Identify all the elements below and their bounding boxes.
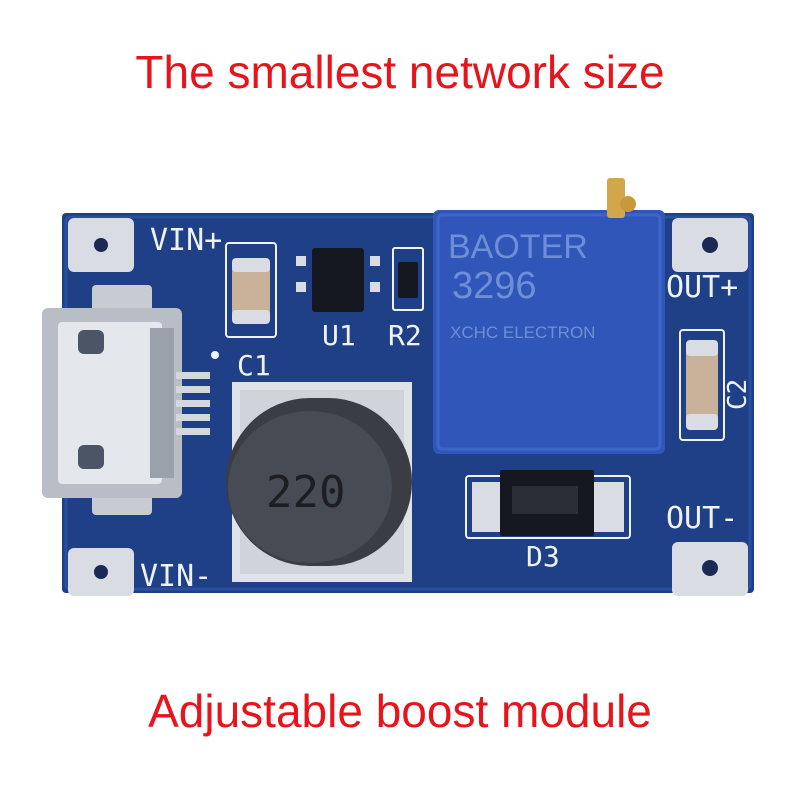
- capacitor-c2: [679, 329, 725, 441]
- label-out-plus: OUT+: [666, 270, 738, 305]
- resistor-r2: [392, 247, 424, 311]
- label-r2: R2: [388, 319, 422, 352]
- inductor-marking: 220: [266, 467, 345, 518]
- mounting-pad-bottom-left: [68, 548, 134, 596]
- mounting-pad-top-right: [672, 218, 748, 272]
- chip-u1: [296, 248, 380, 312]
- label-u1: U1: [322, 319, 356, 352]
- bottom-caption: Adjustable boost module: [148, 685, 652, 737]
- label-vin-plus: VIN+: [150, 223, 222, 258]
- diode-d3: [465, 470, 631, 539]
- micro-usb-connector: [42, 285, 182, 515]
- usb-pins: [176, 372, 210, 435]
- capacitor-c1: [225, 242, 277, 338]
- label-c2: C2: [723, 379, 753, 410]
- mounting-pad-top-left: [68, 218, 134, 272]
- inductor-220: [226, 382, 412, 582]
- pot-maker-marking: XCHC ELECTRON: [450, 323, 595, 342]
- label-d3: D3: [526, 540, 560, 573]
- top-caption: The smallest network size: [135, 46, 665, 98]
- label-c1: C1: [237, 349, 271, 382]
- potentiometer-3296: [433, 178, 665, 454]
- label-out-minus: OUT-: [666, 501, 738, 536]
- mounting-pad-bottom-right: [672, 542, 748, 596]
- label-vin-minus: VIN-: [140, 559, 212, 594]
- pot-brand-marking: BAOTER: [448, 228, 588, 266]
- pot-model-marking: 3296: [452, 265, 537, 307]
